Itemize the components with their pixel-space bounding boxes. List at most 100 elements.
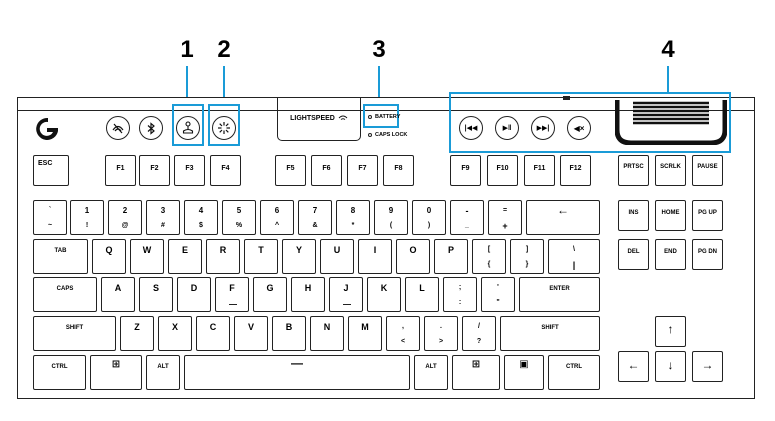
key-esc[interactable]: ESC	[33, 155, 69, 186]
play-pause-button[interactable]: ▶‖	[495, 116, 519, 140]
key-2[interactable]: 2 @	[108, 200, 142, 235]
key-c[interactable]: C	[196, 316, 230, 351]
key-backslash[interactable]: \ |	[548, 239, 600, 274]
lightspeed-button[interactable]	[176, 116, 200, 140]
key-f11[interactable]: F11	[524, 155, 555, 186]
key-0[interactable]: 0 )	[412, 200, 446, 235]
key-t[interactable]: T	[244, 239, 278, 274]
key-9[interactable]: 9 (	[374, 200, 408, 235]
key-del[interactable]: DEL	[618, 239, 649, 270]
key-w[interactable]: W	[130, 239, 164, 274]
key-right-win[interactable]: ⊞	[452, 355, 500, 390]
key-f2[interactable]: F2	[139, 155, 170, 186]
key-backtick[interactable]: ` ~	[33, 200, 67, 235]
key-minus[interactable]: - _	[450, 200, 484, 235]
key-v[interactable]: V	[234, 316, 268, 351]
mute-button[interactable]: ◀×	[567, 116, 591, 140]
key-right-shift[interactable]: SHIFT	[500, 316, 600, 351]
key-o[interactable]: O	[396, 239, 430, 274]
key-j[interactable]: J	[329, 277, 363, 312]
key-s[interactable]: S	[139, 277, 173, 312]
key-f6[interactable]: F6	[311, 155, 342, 186]
key-comma[interactable]: , <	[386, 316, 420, 351]
previous-track-button[interactable]: |◀◀	[459, 116, 483, 140]
key-pause[interactable]: PAUSE	[692, 155, 723, 186]
key-m[interactable]: M	[348, 316, 382, 351]
key-7[interactable]: 7 &	[298, 200, 332, 235]
key-f7[interactable]: F7	[347, 155, 378, 186]
key-period[interactable]: . >	[424, 316, 458, 351]
key-a[interactable]: A	[101, 277, 135, 312]
key-4[interactable]: 4 $	[184, 200, 218, 235]
key-f10[interactable]: F10	[487, 155, 518, 186]
brightness-button[interactable]	[212, 116, 236, 140]
key-close-bracket[interactable]: ] }	[510, 239, 544, 274]
key-k[interactable]: K	[367, 277, 401, 312]
key-q[interactable]: Q	[92, 239, 126, 274]
key-menu[interactable]: ▣	[504, 355, 544, 390]
key-f8[interactable]: F8	[383, 155, 414, 186]
key-space[interactable]: —	[184, 355, 410, 390]
key-semicolon[interactable]: ; :	[443, 277, 477, 312]
key-arrow-left[interactable]: ←	[618, 351, 649, 382]
key-b[interactable]: B	[272, 316, 306, 351]
key-caps[interactable]: CAPS	[33, 277, 97, 312]
key-left-win[interactable]: ⊞	[90, 355, 142, 390]
key-r[interactable]: R	[206, 239, 240, 274]
key-e[interactable]: E	[168, 239, 202, 274]
volume-wheel[interactable]	[615, 100, 727, 145]
key-8[interactable]: 8 *	[336, 200, 370, 235]
key-enter[interactable]: ENTER	[519, 277, 600, 312]
key-end[interactable]: END	[655, 239, 686, 270]
key-u[interactable]: U	[320, 239, 354, 274]
key-f4[interactable]: F4	[210, 155, 241, 186]
key-left-ctrl[interactable]: CTRL	[33, 355, 86, 390]
key-n[interactable]: N	[310, 316, 344, 351]
key-x[interactable]: X	[158, 316, 192, 351]
key-1[interactable]: 1 !	[70, 200, 104, 235]
next-track-button[interactable]: ▶▶|	[531, 116, 555, 140]
key-right-alt[interactable]: ALT	[414, 355, 448, 390]
key-f[interactable]: F	[215, 277, 249, 312]
key-l[interactable]: L	[405, 277, 439, 312]
key-z[interactable]: Z	[120, 316, 154, 351]
joystick-icon	[182, 121, 194, 134]
key-5[interactable]: 5 %	[222, 200, 256, 235]
key-f12[interactable]: F12	[560, 155, 591, 186]
key-f3[interactable]: F3	[174, 155, 205, 186]
key-arrow-up[interactable]: ↑	[655, 316, 686, 347]
key-left-alt[interactable]: ALT	[146, 355, 180, 390]
key-i[interactable]: I	[358, 239, 392, 274]
key-f5[interactable]: F5	[275, 155, 306, 186]
key-right-ctrl[interactable]: CTRL	[548, 355, 600, 390]
bluetooth-button[interactable]	[139, 116, 163, 140]
key-pgdn[interactable]: PG DN	[692, 239, 723, 270]
key-y[interactable]: Y	[282, 239, 316, 274]
key-home[interactable]: HOME	[655, 200, 686, 231]
key-arrow-right[interactable]: →	[692, 351, 723, 382]
key-p[interactable]: P	[434, 239, 468, 274]
key-tab[interactable]: TAB	[33, 239, 88, 274]
key-f9[interactable]: F9	[450, 155, 481, 186]
key-d[interactable]: D	[177, 277, 211, 312]
key-prtsc[interactable]: PRTSC	[618, 155, 649, 186]
key-6[interactable]: 6 ^	[260, 200, 294, 235]
key-label: ?	[476, 338, 482, 345]
key-3[interactable]: 3 #	[146, 200, 180, 235]
key-arrow-down[interactable]: ↓	[655, 351, 686, 382]
key-label: PRTSC	[623, 164, 644, 170]
key-slash[interactable]: / ?	[462, 316, 496, 351]
key-f1[interactable]: F1	[105, 155, 136, 186]
key-g[interactable]: G	[253, 277, 287, 312]
key-ins[interactable]: INS	[618, 200, 649, 231]
key-label: ,	[402, 323, 404, 330]
key-left-shift[interactable]: SHIFT	[33, 316, 116, 351]
key-equals[interactable]: = +	[488, 200, 522, 235]
key-pgup[interactable]: PG UP	[692, 200, 723, 231]
key-backspace[interactable]: ←	[526, 200, 600, 235]
game-mode-button[interactable]	[106, 116, 130, 140]
key-scrlk[interactable]: SCRLK	[655, 155, 686, 186]
key-quote[interactable]: ' "	[481, 277, 515, 312]
key-h[interactable]: H	[291, 277, 325, 312]
key-open-bracket[interactable]: [ {	[472, 239, 506, 274]
